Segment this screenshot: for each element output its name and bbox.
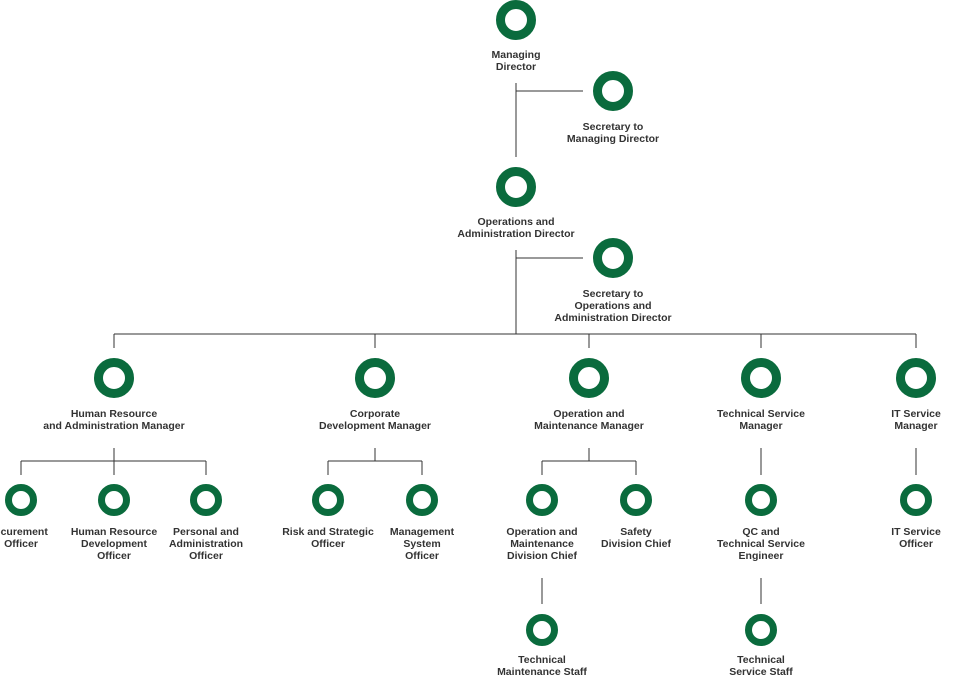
position-ring-icon: [5, 484, 37, 516]
position-title-line: Officer: [97, 550, 131, 562]
position-title-line: and Administration Manager: [43, 420, 185, 432]
position-title-line: Maintenance: [510, 538, 574, 550]
position-ring-icon: [190, 484, 222, 516]
position-ring-icon: [741, 358, 781, 398]
position-title-line: ocurement: [0, 526, 48, 538]
position-title-line: Operations and: [477, 216, 555, 228]
position-title-line: Officer: [405, 550, 439, 562]
position-title-line: IT Service: [891, 526, 941, 538]
position-ring-icon: [98, 484, 130, 516]
position-title-line: Officer: [311, 538, 345, 550]
position-title-line: Division Chief: [600, 538, 671, 550]
position-title-line: Managing Director: [566, 133, 660, 145]
position-title-line: Management: [389, 526, 455, 538]
position-title-line: Managing: [491, 49, 541, 61]
position-title-line: Officer: [899, 538, 933, 550]
position-title-line: Technical Service: [717, 538, 805, 550]
position-title-line: Safety: [620, 526, 652, 538]
position-title-line: Engineer: [738, 550, 784, 562]
position-title-line: System: [403, 538, 441, 550]
position-title-line: Administration Director: [457, 228, 575, 240]
position-title-line: Secretary to: [582, 288, 644, 300]
position-title-line: Service Staff: [729, 666, 793, 678]
position-title-line: Development: [81, 538, 147, 550]
position-title-line: Technical Service: [717, 408, 805, 420]
position-title-line: QC and: [742, 526, 780, 538]
position-title-line: Officer: [189, 550, 223, 562]
position-title-line: Corporate: [349, 408, 401, 420]
position-ring-icon: [569, 358, 609, 398]
position-ring-icon: [526, 484, 558, 516]
position-title-line: Secretary to: [582, 121, 644, 133]
position-title-line: Manager: [739, 420, 783, 432]
position-title-line: Technical: [737, 654, 785, 666]
position-title-line: Administration: [168, 538, 244, 550]
position-ring-icon: [526, 614, 558, 646]
position-title-line: Development Manager: [318, 420, 432, 432]
position-ring-icon: [620, 484, 652, 516]
position-title-line: Personal and: [173, 526, 239, 538]
position-title-line: Human Resource: [70, 526, 158, 538]
position-ring-icon: [593, 71, 633, 111]
position-title-line: Maintenance Staff: [497, 666, 587, 678]
position-ring-icon: [593, 238, 633, 278]
position-title-line: Operations and: [574, 300, 652, 312]
position-ring-icon: [896, 358, 936, 398]
position-ring-icon: [355, 358, 395, 398]
position-title-line: Manager: [894, 420, 938, 432]
position-title-line: Administration Director: [554, 312, 672, 324]
position-ring-icon: [496, 167, 536, 207]
position-ring-icon: [745, 484, 777, 516]
position-title-line: Officer: [4, 538, 38, 550]
position-title: ocurementOfficer: [0, 526, 121, 550]
position-ring-icon: [312, 484, 344, 516]
position-ring-icon: [406, 484, 438, 516]
position-title-line: Human Resource: [70, 408, 158, 420]
position-title-line: Division Chief: [506, 550, 577, 562]
position-ring-icon: [900, 484, 932, 516]
position-ring-icon: [745, 614, 777, 646]
position-title-line: Risk and Strategic: [282, 526, 374, 538]
position-title-line: Operation and: [553, 408, 625, 420]
position-ring-icon: [496, 0, 536, 40]
position-title-line: Director: [495, 61, 537, 73]
position-title-line: Maintenance Manager: [534, 420, 644, 432]
position-ring-icon: [94, 358, 134, 398]
position-title-line: Operation and: [506, 526, 578, 538]
position-title-line: IT Service: [891, 408, 941, 420]
position-title-line: Technical: [518, 654, 566, 666]
